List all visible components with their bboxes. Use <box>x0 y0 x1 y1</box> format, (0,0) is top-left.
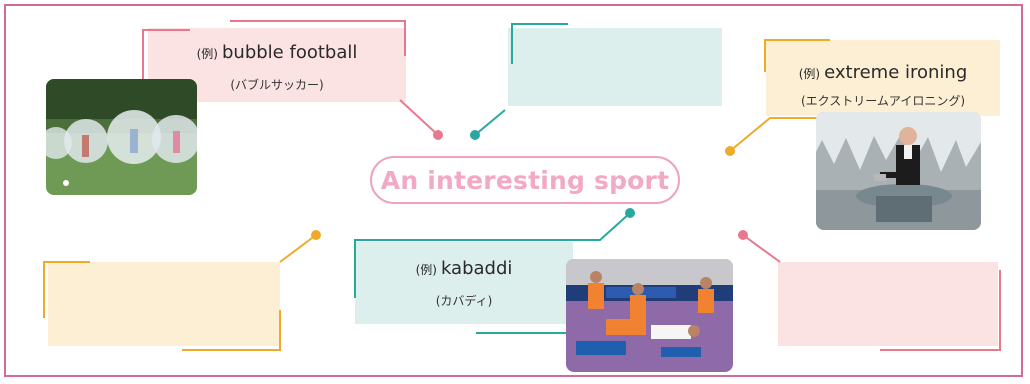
example-reading: (カバディ) <box>435 294 493 308</box>
kabaddi-box: (例)kabaddi (カバディ) <box>355 242 573 324</box>
extreme-ironing-box: (例)extreme ironing (エクストリームアイロニング) <box>766 40 1000 116</box>
page-frame <box>4 4 1023 377</box>
example-prefix: (例) <box>798 67 821 81</box>
central-topic-label: An interesting sport <box>380 165 670 195</box>
example-name: extreme ironing <box>824 62 968 83</box>
example-reading: (エクストリームアイロニング) <box>800 94 966 108</box>
central-topic: An interesting sport <box>370 156 680 204</box>
connector-dot <box>725 146 735 156</box>
example-prefix: (例) <box>415 263 437 277</box>
example-reading: (バブルサッカー) <box>230 78 324 92</box>
kabaddi-photo <box>566 259 733 372</box>
example-name: bubble football <box>222 42 358 63</box>
blank-teal-box-top <box>508 28 722 106</box>
connector-dot <box>433 130 443 140</box>
connector-dot <box>625 208 635 218</box>
extreme-ironing-photo <box>816 112 981 230</box>
example-prefix: (例) <box>196 47 218 61</box>
connector-dot <box>470 130 480 140</box>
connector-dot <box>311 230 321 240</box>
blank-cream-box <box>48 262 280 346</box>
bubble-football-photo <box>46 79 197 195</box>
blank-pink-box <box>778 262 998 346</box>
example-name: kabaddi <box>440 258 513 279</box>
connector-dot <box>738 230 748 240</box>
